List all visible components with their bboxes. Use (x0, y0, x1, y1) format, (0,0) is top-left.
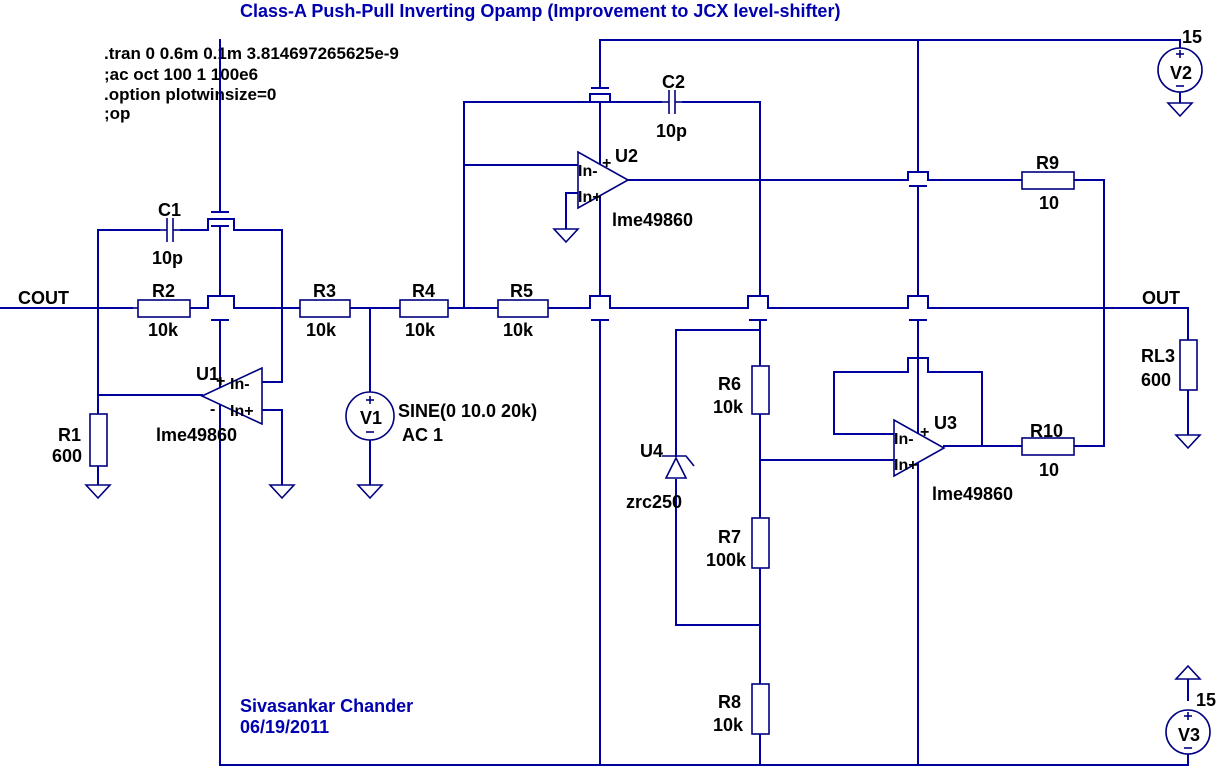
c2-ref: C2 (662, 72, 685, 92)
ground-icon (1174, 434, 1202, 450)
v2-ref: V2 (1170, 63, 1192, 83)
c1-value: 10p (152, 248, 183, 268)
u3-pin-plus-sign: + (920, 424, 929, 441)
net-label-out: OUT (1142, 288, 1180, 308)
r10-ref: R10 (1030, 421, 1063, 441)
r3-value: 10k (306, 320, 337, 340)
u1-ref: U1 (196, 364, 219, 384)
u3-value: lme49860 (932, 484, 1013, 504)
ground-icon (356, 484, 384, 500)
net-label-cout: COUT (18, 288, 69, 308)
v3-ref: V3 (1178, 725, 1200, 745)
voltage-source-v2[interactable]: V2 15 (1157, 27, 1203, 93)
opamp-u2[interactable]: + In- In+ U2 lme49860 (577, 146, 693, 230)
c1-ref: C1 (158, 200, 181, 220)
u3-ref: U3 (934, 413, 957, 433)
r8-value: 10k (713, 715, 744, 735)
r9-ref: R9 (1036, 153, 1059, 173)
resistor-r9[interactable]: R9 10 (1021, 153, 1075, 213)
capacitor-c2[interactable]: C2 10p (656, 72, 687, 141)
resistor-r10[interactable]: R10 10 (1021, 421, 1075, 480)
r6-ref: R6 (718, 374, 741, 394)
directive-option: .option plotwinsize=0 (104, 85, 276, 104)
resistor-r1[interactable]: R1 600 (52, 413, 108, 467)
voltage-source-v1[interactable]: V1 SINE(0 10.0 20k) AC 1 (345, 391, 537, 445)
resistor-r3[interactable]: R3 10k (299, 281, 351, 340)
u1-pin-in-plus: In+ (230, 403, 254, 420)
c2-value: 10p (656, 121, 687, 141)
directive-op: ;op (104, 104, 130, 123)
r9-value: 10 (1039, 193, 1059, 213)
author-date: 06/19/2011 (240, 717, 329, 737)
resistor-rl3[interactable]: RL3 600 (1141, 339, 1198, 391)
u1-pin-in-minus: In- (230, 376, 250, 393)
r3-ref: R3 (313, 281, 336, 301)
u4-ref: U4 (640, 441, 663, 461)
r2-value: 10k (148, 320, 179, 340)
r5-ref: R5 (510, 281, 533, 301)
r1-value: 600 (52, 446, 82, 466)
u2-ref: U2 (615, 146, 638, 166)
ground-symbols (84, 102, 1202, 680)
resistor-r4[interactable]: R4 10k (399, 281, 449, 340)
author-name: Sivasankar Chander (240, 696, 413, 716)
shunt-regulator-u4[interactable]: U4 zrc250 (626, 441, 695, 512)
u4-value: zrc250 (626, 492, 682, 512)
u1-value: lme49860 (156, 425, 237, 445)
schematic-title: Class-A Push-Pull Inverting Opamp (Impro… (240, 1, 840, 21)
v3-value: 15 (1196, 690, 1216, 710)
u1-pin-minus-sign: - (210, 401, 215, 418)
r7-ref: R7 (718, 527, 741, 547)
rl3-ref: RL3 (1141, 346, 1175, 366)
resistor-r6[interactable]: R6 10k (713, 365, 770, 417)
u3-pin-in-plus: In+ (894, 457, 918, 474)
u2-value: lme49860 (612, 210, 693, 230)
resistor-r8[interactable]: R8 10k (713, 683, 770, 735)
r4-ref: R4 (412, 281, 435, 301)
voltage-source-v3[interactable]: V3 15 (1165, 690, 1216, 755)
r7-value: 100k (706, 550, 747, 570)
resistor-r5[interactable]: R5 10k (497, 281, 549, 340)
ground-icon (552, 228, 580, 244)
opamp-u1[interactable]: - + In- In+ U1 lme49860 (156, 364, 263, 445)
resistor-r2[interactable]: R2 10k (132, 281, 191, 340)
v1-ref: V1 (360, 408, 382, 428)
r5-value: 10k (503, 320, 534, 340)
rl3-value: 600 (1141, 370, 1171, 390)
capacitor-c1[interactable]: C1 10p (152, 200, 183, 268)
u1-pin-plus-sign: + (216, 373, 225, 390)
v1-ac: AC 1 (402, 425, 443, 445)
opamp-u3[interactable]: + In- In+ U3 lme49860 (893, 413, 1013, 504)
ground-icon (268, 484, 296, 500)
wires (0, 39, 1189, 766)
r2-ref: R2 (152, 281, 175, 301)
ground-icon (1174, 664, 1202, 680)
directive-ac: ;ac oct 100 1 100e6 (104, 65, 258, 84)
r10-value: 10 (1039, 460, 1059, 480)
v1-value: SINE(0 10.0 20k) (398, 401, 537, 421)
u3-pin-in-minus: In- (894, 431, 914, 448)
ground-icon (84, 484, 112, 500)
r1-ref: R1 (58, 425, 81, 445)
r4-value: 10k (405, 320, 436, 340)
spice-directives: .tran 0 0.6m 0.1m 3.814697265625e-9 ;ac … (104, 44, 399, 123)
u2-pin-in-minus: In- (578, 163, 598, 180)
u2-pin-in-plus: In+ (578, 189, 602, 206)
r6-value: 10k (713, 397, 744, 417)
resistor-r7[interactable]: R7 100k (706, 517, 770, 570)
u2-pin-plus-sign: + (602, 155, 611, 172)
ground-icon (1166, 102, 1194, 118)
r8-ref: R8 (718, 692, 741, 712)
directive-tran: .tran 0 0.6m 0.1m 3.814697265625e-9 (104, 44, 399, 63)
v2-value: 15 (1182, 27, 1202, 47)
